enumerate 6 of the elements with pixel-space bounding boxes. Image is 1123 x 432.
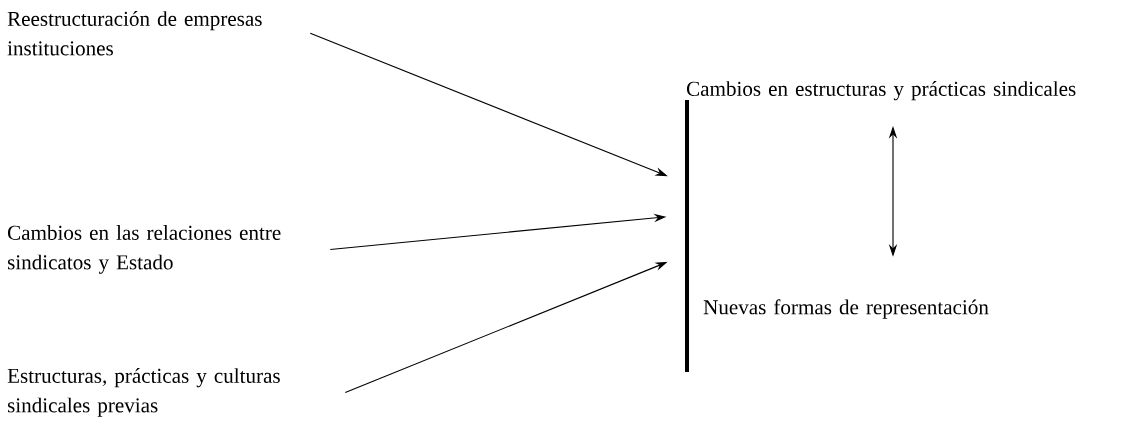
text-label: Cambios en estructuras y prácticas sindicales: [686, 81, 1076, 101]
text-label: Reestructuración de empresas instituciones: [7, 11, 262, 56]
text-label: Estructuras, prácticas y culturas sindicales previas: [7, 368, 280, 417]
text-label: Nuevas formas de representación: [703, 299, 989, 319]
text-label: Cambios en las relaciones entre sindicatos y Estado: [7, 225, 281, 274]
vertical-bar: [685, 99, 689, 372]
